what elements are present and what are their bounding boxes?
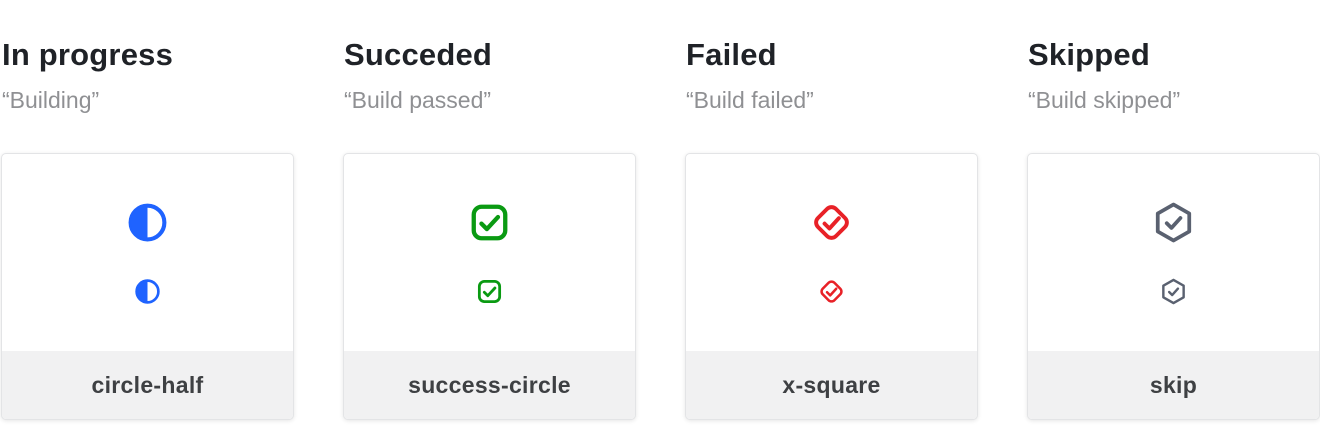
check-hexagon-icon (1151, 200, 1196, 245)
check-square-icon (475, 277, 504, 306)
icon-name-label: success-circle (408, 371, 571, 398)
icon-preview-area (2, 154, 293, 351)
icon-name-label: circle-half (91, 371, 204, 398)
column-title: Succeded (344, 37, 493, 72)
circle-half-icon (125, 200, 170, 245)
icon-name-label: x-square (782, 371, 881, 398)
icon-name-footer: circle-half (2, 351, 293, 420)
icon-name-footer: x-square (686, 351, 977, 420)
icon-preview-area (1028, 154, 1319, 351)
check-diamond-icon (809, 200, 854, 245)
icon-card: x-square (685, 153, 978, 421)
icon-card: circle-half (1, 153, 294, 421)
icon-preview-area (686, 154, 977, 351)
column-succeeded: Succeded “Build passed” success-circle (342, 0, 636, 421)
column-title: Failed (686, 37, 777, 72)
check-diamond-icon (817, 277, 846, 306)
column-subtitle: “Build skipped” (1028, 87, 1181, 114)
status-icon-gallery: In progress “Building” circle-half Succe… (0, 0, 1320, 421)
column-title: Skipped (1028, 37, 1150, 72)
icon-name-label: skip (1149, 371, 1198, 398)
column-in-progress: In progress “Building” circle-half (0, 0, 294, 421)
icon-name-footer: skip (1028, 351, 1319, 420)
column-subtitle: “Building” (2, 87, 100, 114)
icon-card: skip (1027, 153, 1320, 421)
column-subtitle: “Build failed” (686, 87, 814, 114)
column-subtitle: “Build passed” (344, 87, 492, 114)
check-square-icon (467, 200, 512, 245)
column-skipped: Skipped “Build skipped” skip (1026, 0, 1320, 421)
icon-preview-area (344, 154, 635, 351)
check-hexagon-icon (1159, 277, 1188, 306)
column-failed: Failed “Build failed” x-square (684, 0, 978, 421)
circle-half-icon (133, 277, 162, 306)
column-title: In progress (2, 37, 174, 72)
icon-name-footer: success-circle (344, 351, 635, 420)
icon-card: success-circle (343, 153, 636, 421)
